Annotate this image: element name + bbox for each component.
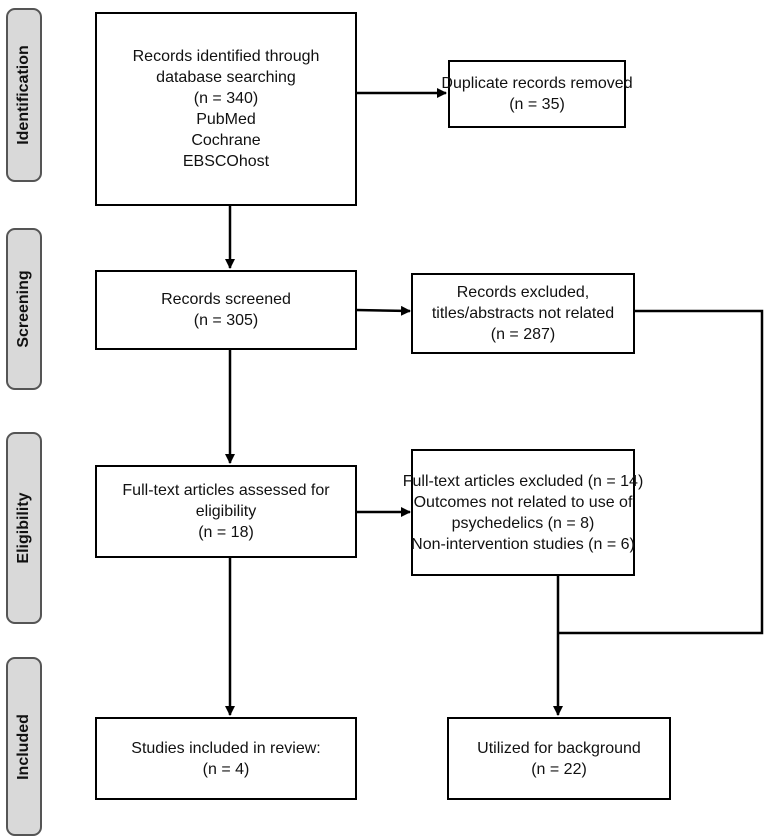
- fulltext-line-2: eligibility: [195, 503, 257, 520]
- fulltext-excluded-line-4: Non-intervention studies (n = 6): [411, 535, 635, 553]
- screened-line-2: (n = 305): [193, 312, 259, 329]
- fulltext-excluded-line-3: psychedelics (n = 8): [451, 514, 595, 532]
- fulltext-line-3: (n = 18): [198, 524, 254, 541]
- excluded-screening-line-3: (n = 287): [490, 326, 556, 343]
- identified-line-5: Cochrane: [191, 132, 261, 149]
- included-line-2: (n = 4): [202, 760, 250, 778]
- background-line-1: Utilized for background: [477, 739, 641, 757]
- box-duplicates-removed: Duplicate records removed (n = 35): [441, 60, 633, 128]
- fulltext-line-1: Full-text articles assessed for: [122, 482, 330, 499]
- phase-eligibility: Eligibility: [6, 432, 42, 624]
- fulltext-excluded-line-2: Outcomes not related to use of: [413, 493, 633, 511]
- box-utilized-background: Utilized for background (n = 22): [447, 717, 671, 800]
- box-records-excluded-screening: Records excluded, titles/abstracts not r…: [411, 273, 635, 354]
- box-records-identified: Records identified through database sear…: [95, 12, 357, 206]
- phase-identification: Identification: [6, 8, 42, 182]
- included-line-1: Studies included in review:: [131, 739, 321, 757]
- box-records-screened: Records screened (n = 305): [95, 270, 357, 350]
- duplicates-line-1: Duplicate records removed: [441, 75, 633, 92]
- screened-line-1: Records screened: [161, 291, 291, 308]
- box-studies-included: Studies included in review: (n = 4): [95, 717, 357, 800]
- identified-line-6: EBSCOhost: [182, 153, 270, 170]
- duplicates-line-2: (n = 35): [509, 96, 565, 113]
- identified-line-1: Records identified through: [132, 48, 320, 65]
- identified-line-2: database searching: [156, 69, 296, 86]
- phase-included: Included: [6, 657, 42, 836]
- excluded-screening-line-2: titles/abstracts not related: [431, 305, 615, 322]
- phase-screening: Screening: [6, 228, 42, 390]
- arrow-screened-to-excluded: [355, 305, 411, 316]
- excluded-screening-line-1: Records excluded,: [456, 284, 590, 301]
- box-fulltext-assessed: Full-text articles assessed for eligibil…: [95, 465, 357, 558]
- fulltext-excluded-line-1: Full-text articles excluded (n = 14): [402, 472, 644, 490]
- box-fulltext-excluded: Full-text articles excluded (n = 14) Out…: [403, 449, 643, 576]
- connector-excluded-loop: [558, 309, 764, 635]
- identified-line-3: (n = 340): [193, 90, 259, 107]
- identified-line-4: PubMed: [196, 111, 256, 128]
- background-line-2: (n = 22): [531, 760, 587, 778]
